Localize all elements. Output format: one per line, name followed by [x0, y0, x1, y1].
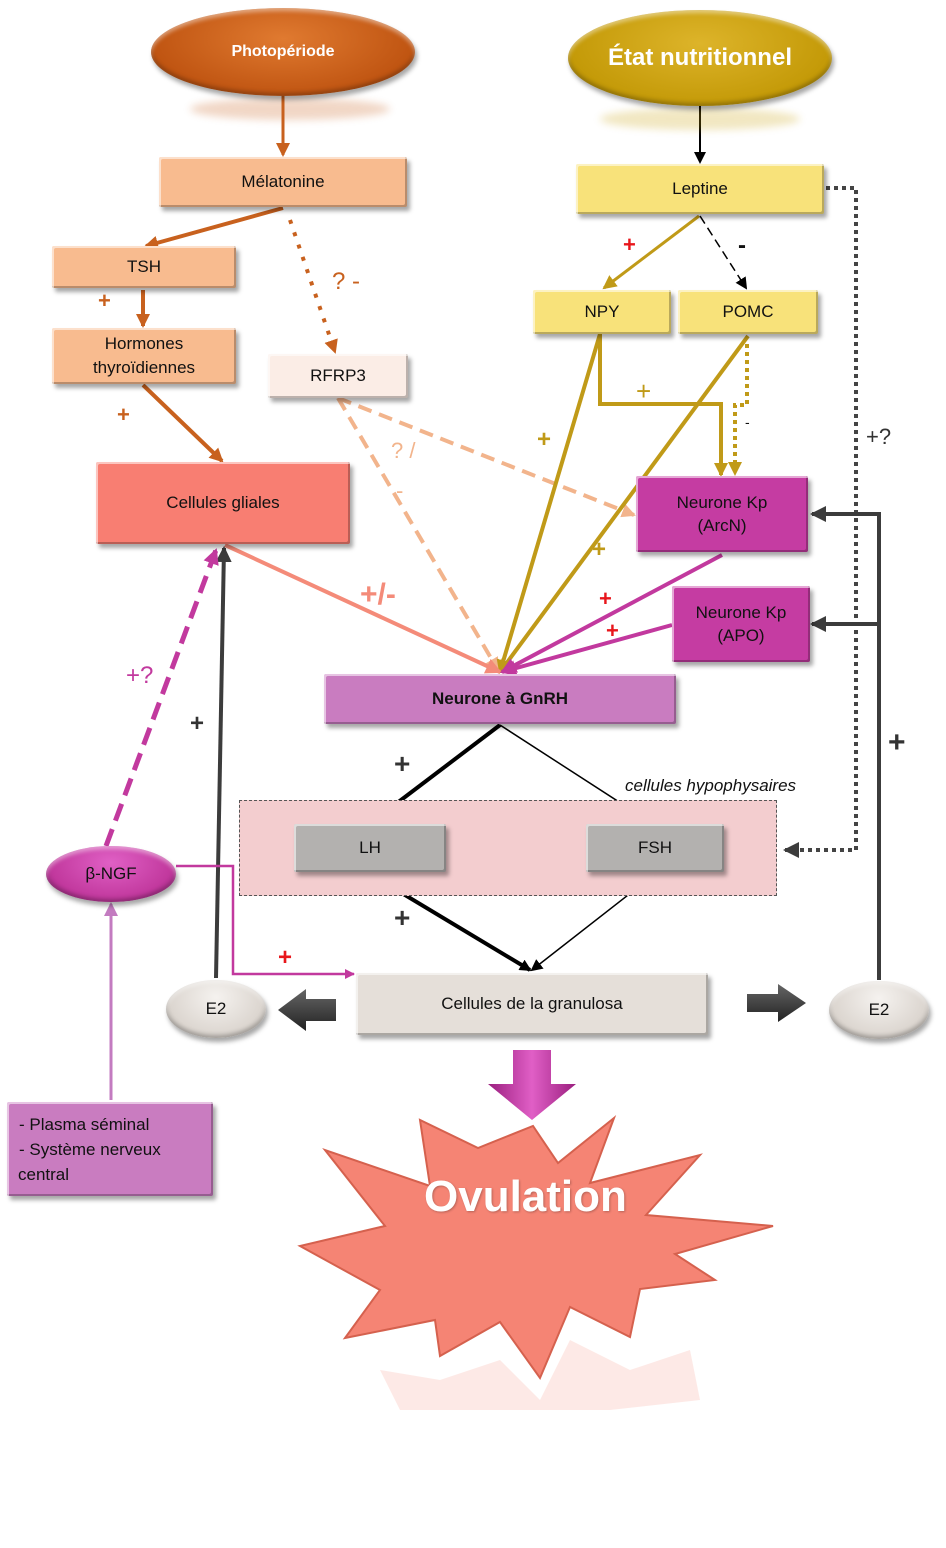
label-gliales-gnrh: +/- [360, 578, 396, 611]
edge-rfrp3-gnrh [336, 396, 500, 672]
node-lh: LH [294, 824, 446, 872]
ovulation-burst-reflection [380, 1340, 700, 1410]
node-hormones-thyroidiennes: Hormones thyroïdiennes [52, 328, 236, 384]
node-cellules-gliales-label: Cellules gliales [166, 493, 280, 512]
node-neurone-kp-arcn: Neurone Kp (ArcN) [636, 476, 808, 552]
label-npy-gnrh: + [537, 426, 552, 453]
edge-kp-apo-gnrh [500, 623, 673, 676]
block-arrow-down-icon [488, 1050, 576, 1120]
edge-leptine-hypophyse [783, 186, 858, 858]
edge-gliales-gnrh [224, 543, 502, 674]
label-leptine-pomc: - [738, 232, 746, 259]
node-melatonine-label: Mélatonine [241, 172, 325, 191]
edge-npy-gnrh [496, 333, 602, 674]
node-ovulation-label: Ovulation [424, 1172, 627, 1221]
label-e2-left-gliales: + [190, 710, 205, 737]
node-etat-nutritionnel: État nutritionnel [568, 10, 832, 106]
label-kp-arcn-gnrh: + [599, 586, 612, 611]
node-neurone-kp-arcn-line2: (ArcN) [697, 516, 747, 535]
node-etat-nutritionnel-label: État nutritionnel [608, 44, 792, 71]
node-neurone-kp-apo-line2: (APO) [717, 626, 765, 645]
label-rfrp3-minus: - [396, 478, 404, 503]
block-arrow-right-icon [747, 984, 806, 1022]
label-rfrp3-q: ? / [391, 438, 416, 463]
node-sources-ngf: - Plasma séminal - Système nerveux centr… [7, 1102, 213, 1196]
edge-melatonine-rfrp3 [288, 219, 338, 354]
edge-e2-left-gliales [214, 546, 232, 979]
node-melatonine: Mélatonine [159, 157, 407, 207]
edge-ngf-gliales [103, 548, 219, 847]
node-leptine-label: Leptine [672, 179, 728, 198]
edge-leptine-pomc [699, 215, 748, 290]
node-neurone-gnrh: Neurone à GnRH [324, 674, 676, 724]
node-beta-ngf-label: β-NGF [85, 864, 137, 883]
node-tsh-label: TSH [127, 257, 161, 276]
edge-pomc-gnrh [498, 334, 750, 674]
edge-melatonine-tsh [144, 206, 284, 250]
node-npy-label: NPY [584, 302, 620, 321]
node-sources-line1: - Plasma séminal [19, 1114, 150, 1134]
reflection-etat [600, 108, 800, 130]
node-pomc: POMC [678, 290, 818, 334]
node-neurone-kp-apo: Neurone Kp (APO) [672, 586, 810, 662]
label-lh-granulosa: + [394, 902, 411, 933]
edge-leptine-npy [602, 214, 700, 290]
node-hormones-thyroidiennes-label: Hormones thyroïdiennes [92, 334, 196, 377]
node-photoperiode: Photopériode [151, 8, 415, 96]
region-cellules-hypophysaires-label: cellules hypophysaires [625, 776, 797, 795]
label-melatonine-rfrp3: ? - [332, 268, 361, 295]
node-sources-line2: - Système nerveux [19, 1139, 161, 1159]
label-e2-right-kp: + [888, 726, 906, 759]
label-tsh-hormones: + [98, 288, 111, 313]
node-pomc-label: POMC [722, 302, 774, 321]
node-e2-left-label: E2 [205, 999, 227, 1018]
label-gnrh-lh: + [394, 748, 411, 779]
edge-hormones-gliales [141, 383, 224, 463]
label-pomc-kp: - [745, 414, 750, 430]
label-ngf-gliales: +? [126, 662, 154, 689]
node-leptine: Leptine [576, 164, 824, 214]
node-cellules-gliales: Cellules gliales [96, 462, 350, 544]
node-neurone-gnrh-label: Neurone à GnRH [431, 689, 569, 708]
label-leptine-npy: + [623, 232, 636, 257]
block-arrow-left-icon [278, 989, 336, 1031]
node-rfrp3-label: RFRP3 [310, 366, 366, 385]
node-e2-left: E2 [166, 980, 266, 1038]
node-sources-line3: central [18, 1164, 70, 1184]
node-neurone-kp-arcn-line1: Neurone Kp [676, 493, 768, 512]
label-pomc-gnrh: + [592, 536, 607, 563]
node-e2-right: E2 [829, 981, 929, 1039]
node-photoperiode-label: Photopériode [231, 43, 335, 60]
node-cellules-granulosa-label: Cellules de la granulosa [441, 994, 623, 1013]
node-tsh: TSH [52, 246, 236, 288]
label-ngf-granulosa: + [278, 944, 293, 971]
label-hormones-gliales: + [117, 402, 130, 427]
node-cellules-granulosa: Cellules de la granulosa [356, 973, 708, 1035]
node-neurone-kp-apo-line1: Neurone Kp [695, 603, 787, 622]
label-kp-apo-gnrh: + [606, 618, 619, 643]
label-npy-kp: + [636, 376, 652, 406]
node-fsh-label: FSH [638, 838, 672, 857]
edge-npy-kp-arcn [598, 334, 728, 477]
node-beta-ngf: β-NGF [46, 846, 176, 902]
node-rfrp3: RFRP3 [268, 354, 408, 398]
node-e2-right-label: E2 [868, 1000, 890, 1019]
edge-kp-arcn-gnrh [500, 553, 723, 674]
edge-rfrp3-kp-arcn [337, 396, 636, 518]
edge-e2-right-kp-arcn [810, 506, 881, 980]
node-lh-label: LH [359, 838, 381, 857]
ovulation-burst-shape [297, 1114, 774, 1381]
reflection-photoperiode [190, 98, 390, 120]
edge-pomc-kp-arcn [728, 344, 749, 476]
edge-ngf-granulosa [176, 864, 355, 979]
label-leptine-hypophyse: +? [866, 424, 892, 449]
node-npy: NPY [533, 290, 671, 334]
node-fsh: FSH [586, 824, 724, 872]
